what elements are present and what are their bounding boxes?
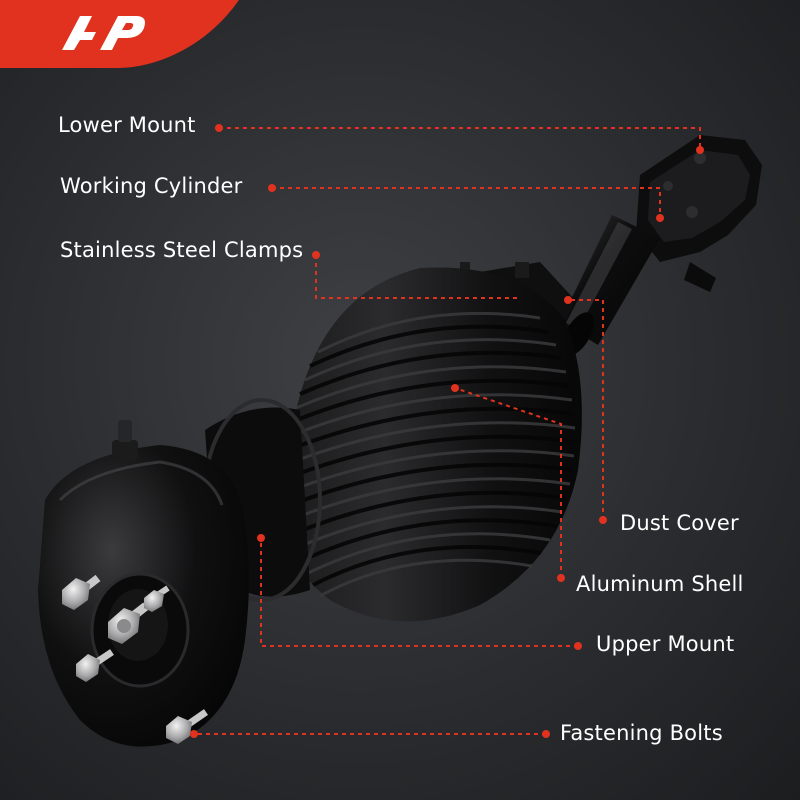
leader-upper-mount [260, 538, 578, 647]
upper-mount [38, 420, 249, 747]
leader-aluminum-shell [454, 387, 562, 578]
callout-dots [190, 124, 704, 738]
dot-fastening-bolts [542, 730, 550, 738]
label-aluminum-shell: Aluminum Shell [576, 572, 744, 596]
bolt-top-right [144, 585, 170, 612]
leader-working-cylinder [272, 187, 661, 218]
label-dust-cover: Dust Cover [620, 511, 739, 535]
label-stainless-steel-clamps: Stainless Steel Clamps [60, 238, 304, 262]
fastening-bolts [62, 574, 208, 744]
lower-mount-bracket [636, 135, 762, 292]
leader-lower-mount [219, 127, 701, 150]
dot-stainless-clamps [312, 251, 320, 259]
bolt-center [108, 602, 149, 644]
air-bellows-dust-cover [278, 267, 582, 622]
bolt-bottom [166, 709, 208, 744]
dot-dust-cover [599, 516, 607, 524]
label-working-cylinder: Working Cylinder [60, 174, 243, 198]
dot-aluminum-shell [557, 574, 565, 582]
dot-working-cylinder [268, 184, 276, 192]
callout-leader-lines [194, 127, 701, 735]
label-lower-mount: Lower Mount [58, 113, 196, 137]
leader-stainless-clamps [315, 255, 520, 299]
dot-lower-mount [215, 124, 223, 132]
bolt-top-left [62, 574, 101, 610]
leader-dust-cover [568, 299, 604, 520]
label-fastening-bolts: Fastening Bolts [560, 721, 723, 745]
bolt-left [76, 649, 114, 682]
dot-upper-mount [574, 642, 582, 650]
brand-logo [62, 16, 145, 50]
label-upper-mount: Upper Mount [596, 632, 735, 656]
